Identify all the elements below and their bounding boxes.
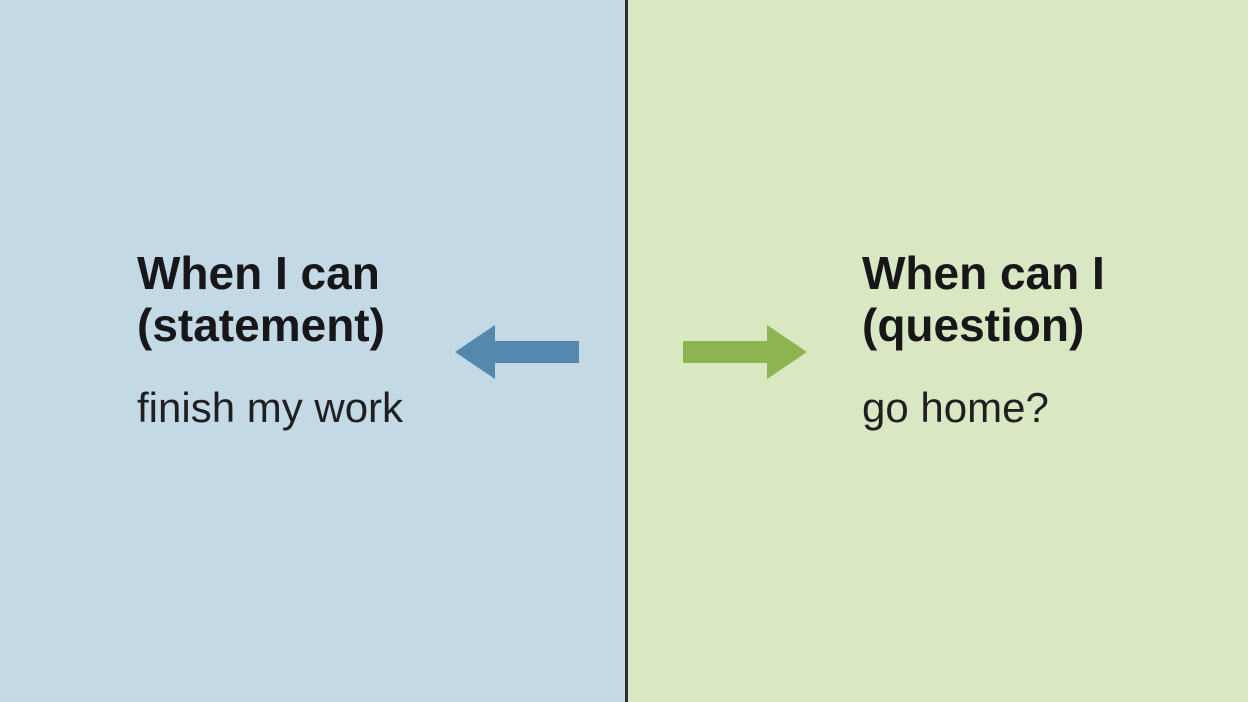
question-panel: When can I (question) go home? — [628, 0, 1248, 702]
statement-heading: When I can (statement) — [137, 247, 403, 351]
question-example: go home? — [862, 384, 1049, 431]
panel-divider — [625, 0, 628, 702]
statement-heading-line1: When I can — [137, 247, 380, 299]
left-arrow-shape — [455, 325, 579, 379]
statement-heading-line2: (statement) — [137, 299, 385, 351]
question-heading-line1: When can I — [862, 247, 1105, 299]
statement-panel: When I can (statement) finish my work — [0, 0, 625, 702]
statement-text-block: When I can (statement) finish my work — [137, 247, 403, 431]
question-heading: When can I (question) — [862, 247, 1105, 351]
question-heading-line2: (question) — [862, 299, 1085, 351]
question-text-block: When can I (question) go home? — [862, 247, 1105, 431]
right-arrow-shape — [683, 325, 807, 379]
right-arrow-icon — [683, 325, 807, 379]
statement-example: finish my work — [137, 384, 404, 431]
left-arrow-icon — [455, 325, 579, 379]
